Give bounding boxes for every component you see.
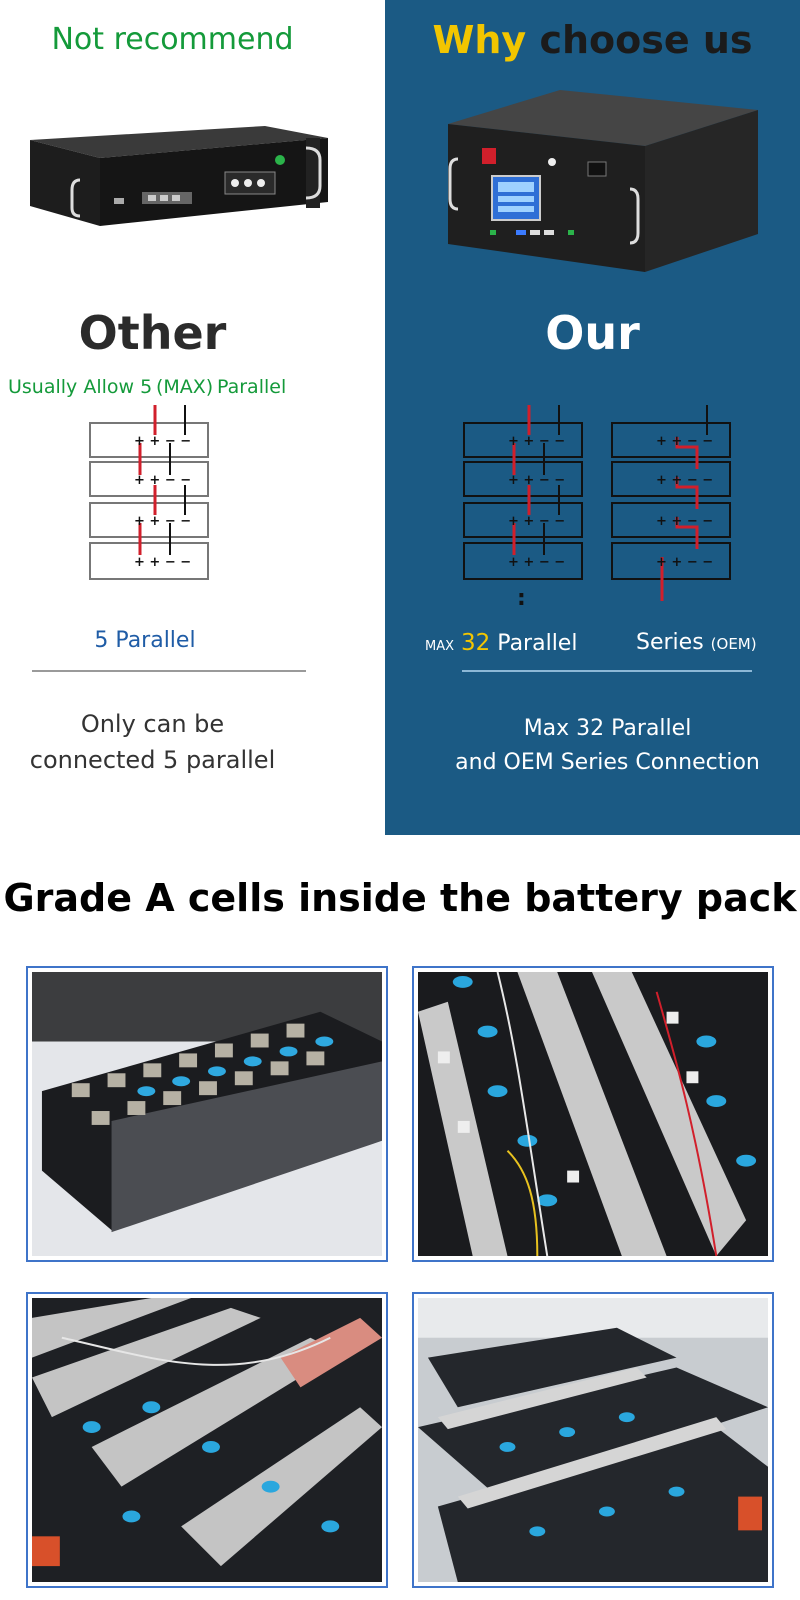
packs-production-photo [418, 1298, 768, 1582]
terminal-label: + + − − [656, 473, 713, 488]
why-word: Why [432, 18, 527, 62]
battery-unit [463, 461, 583, 497]
battery-unit [89, 502, 209, 538]
battery-unit [611, 461, 731, 497]
our-battery-module-image [448, 90, 758, 272]
battery-unit [611, 542, 731, 580]
note-line: and OEM Series Connection [455, 750, 760, 775]
other-rack-battery-image [30, 126, 328, 226]
divider-right [462, 670, 752, 672]
our-series-diagram: + + − − + + − − + + − − + + − − [611, 405, 731, 601]
cells-photo-4 [412, 1292, 774, 1588]
battery-unit [463, 422, 583, 458]
not-recommend-heading: Not recommend [51, 22, 294, 57]
battery-pack-photo [32, 972, 382, 1256]
terminal-label: + + − − [508, 434, 565, 449]
terminal-label: + + − − [134, 473, 191, 488]
terminal-label: + + − − [656, 555, 713, 570]
terminal-label: + + − − [134, 514, 191, 529]
battery-unit [89, 422, 209, 458]
series-oem-label: Series (OEM) [636, 630, 757, 655]
battery-unit [89, 461, 209, 497]
cells-photo-3 [26, 1292, 388, 1588]
terminal-label: + + − − [508, 555, 565, 570]
terminal-label: + + − − [508, 473, 565, 488]
terminal-label: + + − − [134, 555, 191, 570]
cells-photo-2 [412, 966, 774, 1262]
continuation-dots: : [517, 586, 526, 611]
terminal-label: + + − − [508, 514, 565, 529]
note-line: Only can be [80, 710, 225, 738]
our-parallel-diagram: + + − − + + − − + + − − + + − − : [463, 405, 583, 611]
max-32-parallel-label: MAX 32 Parallel [425, 630, 577, 656]
battery-unit [463, 542, 583, 580]
battery-unit [463, 502, 583, 538]
terminal-label: + + − − [656, 514, 713, 529]
terminal-label: + + − − [656, 434, 713, 449]
terminal-label: + + − − [134, 434, 191, 449]
choose-us-words: choose us [539, 18, 753, 62]
max-suffix: Parallel [497, 631, 578, 656]
battery-unit [89, 542, 209, 580]
max-number: 32 [461, 630, 491, 656]
divider-left [32, 670, 306, 672]
why-choose-us-heading: Why choose us [385, 18, 800, 62]
cells-wiring-photo [32, 1298, 382, 1582]
note-line: connected 5 parallel [29, 746, 276, 774]
series-word: Series [636, 630, 704, 655]
grade-a-cells-heading: Grade A cells inside the battery pack [3, 876, 797, 920]
battery-unit [611, 422, 731, 458]
max-32-parallel-note: Max 32 Parallel and OEM Series Connectio… [415, 712, 800, 780]
cells-photo-1 [26, 966, 388, 1262]
battery-unit [611, 502, 731, 538]
our-title: Our [545, 306, 640, 360]
note-line: Max 32 Parallel [523, 716, 692, 741]
other-parallel-diagram: + + − − + + − − + + − − + + − − [89, 405, 209, 580]
series-suffix: (OEM) [710, 635, 757, 653]
usually-allow-text: Usually Allow 5 (MAX) Parallel [8, 376, 287, 398]
five-parallel-label: 5 Parallel [94, 628, 196, 653]
only-five-parallel-note: Only can be connected 5 parallel [0, 706, 305, 778]
max-prefix: MAX [425, 639, 455, 654]
cells-closeup-photo [418, 972, 768, 1256]
other-title: Other [78, 306, 227, 360]
